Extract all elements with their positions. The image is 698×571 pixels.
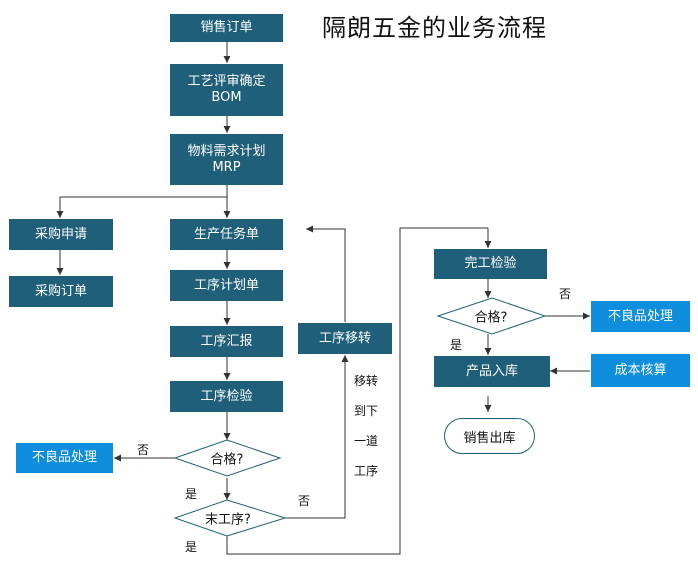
transfer-note-line-1: 移转 — [354, 374, 379, 388]
purchase-order-label: 采购订单 — [34, 283, 87, 299]
qualified-right-label: 合格? — [474, 310, 508, 326]
qualified-right-diamond — [436, 297, 547, 335]
defect-right-label: 不良品处理 — [607, 308, 673, 324]
production-task-label: 生产任务单 — [193, 226, 259, 242]
process-review-sub: BOM — [211, 90, 242, 105]
page-title: 隔朗五金的业务流程 — [322, 14, 547, 42]
process-plan-label: 工序计划单 — [193, 277, 259, 293]
process-inspection-label: 工序检验 — [200, 388, 253, 404]
sales-order-box: 销售订单 — [170, 14, 283, 42]
process-review-box: 工艺评审确定 BOM — [170, 64, 283, 116]
purchase-request-label: 采购申请 — [34, 226, 87, 242]
no-label-right: 否 — [559, 287, 572, 301]
mrp-box: 物料需求计划 MRP — [170, 134, 283, 185]
process-inspection-box: 工序检验 — [170, 381, 283, 412]
cost-accounting-label: 成本核算 — [614, 362, 667, 378]
transfer-note: 移转 到下 一道 工序 — [354, 366, 378, 486]
no-label-left: 否 — [137, 443, 150, 457]
production-task-box: 生产任务单 — [170, 219, 283, 250]
final-inspection-box: 完工检验 — [434, 249, 547, 279]
last-process-diamond — [173, 499, 287, 537]
connector-mrp-split — [59, 185, 228, 218]
final-inspection-label: 完工检验 — [464, 256, 517, 271]
defect-right-box: 不良品处理 — [591, 301, 690, 332]
warehouse-in-label: 产品入库 — [465, 363, 518, 379]
yes-label-right: 是 — [450, 338, 463, 352]
warehouse-in-box: 产品入库 — [434, 356, 550, 387]
sales-out-label: 销售出库 — [463, 430, 516, 446]
no-label-last: 否 — [298, 494, 311, 508]
defect-left-box: 不良品处理 — [16, 443, 113, 473]
yes-label-left: 是 — [185, 487, 198, 501]
last-process-label: 末工序? — [205, 512, 251, 528]
process-transfer-label: 工序移转 — [318, 330, 371, 346]
transfer-note-line-4: 工序 — [354, 464, 379, 478]
qualified-left-diamond — [173, 439, 282, 477]
sales-order-label: 销售订单 — [200, 20, 253, 35]
process-report-box: 工序汇报 — [170, 326, 283, 357]
process-transfer-box: 工序移转 — [298, 323, 392, 354]
qualified-left-label: 合格? — [210, 452, 244, 468]
cost-accounting-box: 成本核算 — [591, 354, 690, 387]
process-review-label: 工艺评审确定 — [187, 74, 266, 89]
sales-out-terminal: 销售出库 — [444, 418, 535, 454]
connector-last-no — [285, 355, 346, 519]
purchase-order-box: 采购订单 — [9, 276, 113, 307]
connector-transfer-up — [306, 228, 346, 322]
connector-last-yes — [226, 227, 488, 555]
purchase-request-box: 采购申请 — [9, 219, 113, 250]
mrp-label: 物料需求计划 — [187, 143, 266, 159]
yes-label-last: 是 — [185, 540, 198, 554]
defect-left-label: 不良品处理 — [31, 450, 97, 465]
transfer-note-line-2: 到下 — [354, 404, 379, 418]
mrp-sub: MRP — [212, 159, 241, 175]
process-report-label: 工序汇报 — [200, 333, 253, 349]
process-plan-box: 工序计划单 — [170, 270, 283, 301]
transfer-note-line-3: 一道 — [354, 434, 379, 448]
